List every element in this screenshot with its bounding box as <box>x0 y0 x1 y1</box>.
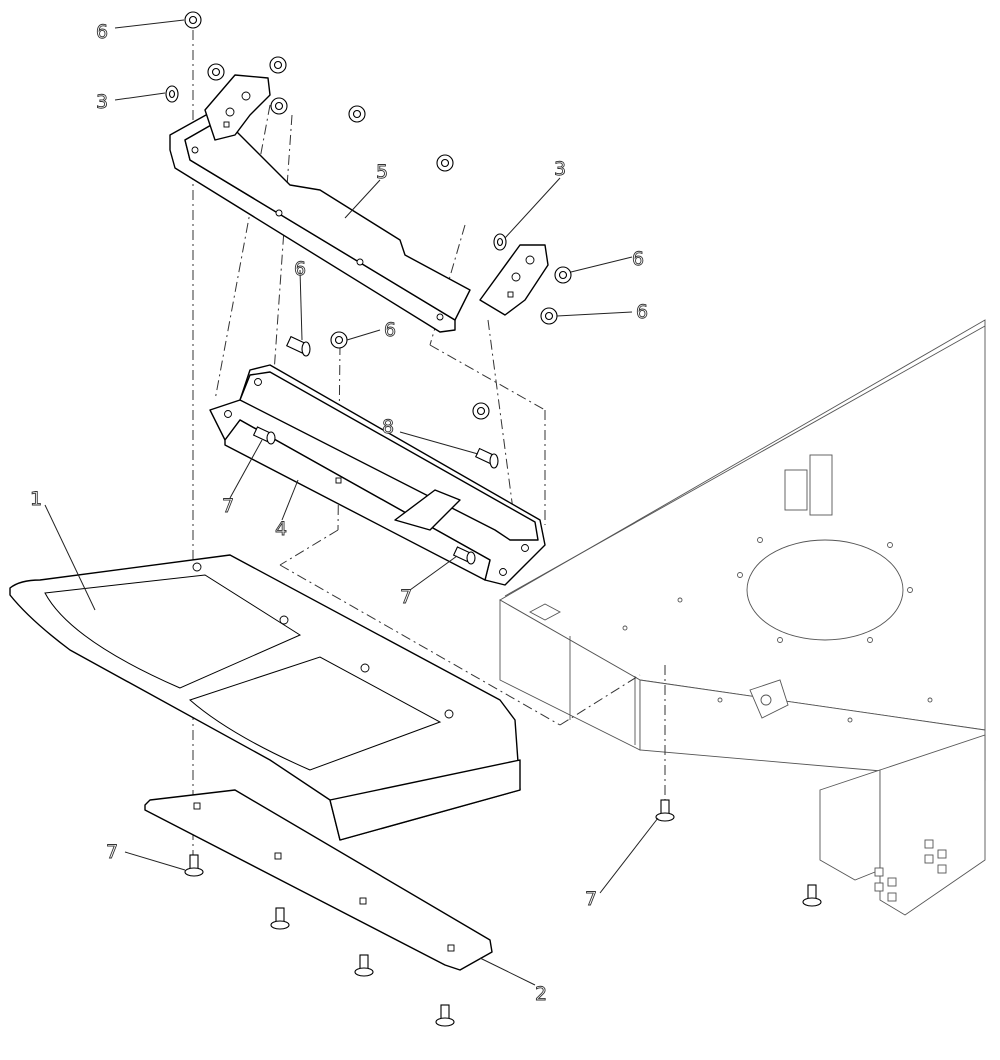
flange-nut <box>554 266 572 284</box>
lower-shield-plate <box>144 789 493 971</box>
callout-1: 1 <box>30 488 42 510</box>
carriage-bolt <box>435 1004 455 1027</box>
flange-nut <box>330 331 348 349</box>
deck-bracket-right <box>809 454 833 516</box>
callout-6-top: 6 <box>96 21 108 43</box>
flange-nut <box>184 11 202 29</box>
upper-mounting-bracket <box>169 74 549 333</box>
callout-3-right: 3 <box>554 158 566 180</box>
carriage-bolt <box>184 854 204 877</box>
callout-7-mid: 7 <box>400 586 412 608</box>
clevis-pin <box>285 335 311 357</box>
flange-nut <box>270 97 288 115</box>
carriage-bolt <box>655 799 675 822</box>
bushing <box>165 85 179 103</box>
deck-hanger-right <box>879 734 986 916</box>
deck-frame <box>499 319 986 916</box>
callout-6-pin: 6 <box>294 258 306 280</box>
flange-nut <box>269 56 287 74</box>
callout-2: 2 <box>535 983 547 1005</box>
flange-nut <box>472 402 490 420</box>
carriage-bolt <box>802 884 822 907</box>
bushing <box>493 233 507 251</box>
deck-spindle-opening <box>746 539 904 641</box>
shield-plate <box>9 554 521 841</box>
callout-7-bottom-left: 7 <box>106 841 118 863</box>
carriage-bolt <box>354 954 374 977</box>
flange-nut <box>436 154 454 172</box>
clevis-pin <box>252 426 276 445</box>
flange-nut <box>207 63 225 81</box>
callout-7-bottom-right: 7 <box>585 888 597 910</box>
callout-8: 8 <box>382 416 394 438</box>
deck-bracket-left <box>784 469 808 511</box>
callout-3-left: 3 <box>96 91 108 113</box>
callout-7-left: 7 <box>222 495 234 517</box>
hardware-bushings <box>165 85 507 251</box>
callout-6-right-upper: 6 <box>632 248 644 270</box>
deck-hanger-left <box>819 769 881 881</box>
callout-4: 4 <box>275 518 287 540</box>
flange-nut <box>348 105 366 123</box>
callout-labels: 6 3 1 2 3 5 6 6 6 6 8 7 4 7 7 7 <box>30 21 649 1006</box>
leader-lines <box>44 19 659 986</box>
carriage-bolt <box>270 907 290 930</box>
hardware-nuts <box>184 11 572 420</box>
hardware-bolts <box>184 335 822 1027</box>
flange-nut <box>540 307 558 325</box>
clevis-pin <box>474 447 499 469</box>
clevis-pin <box>452 546 476 565</box>
callout-6-right-lower: 6 <box>636 301 648 323</box>
callout-5: 5 <box>376 161 388 183</box>
callout-6-mid: 6 <box>384 319 396 341</box>
lower-channel-bracket <box>209 364 546 586</box>
